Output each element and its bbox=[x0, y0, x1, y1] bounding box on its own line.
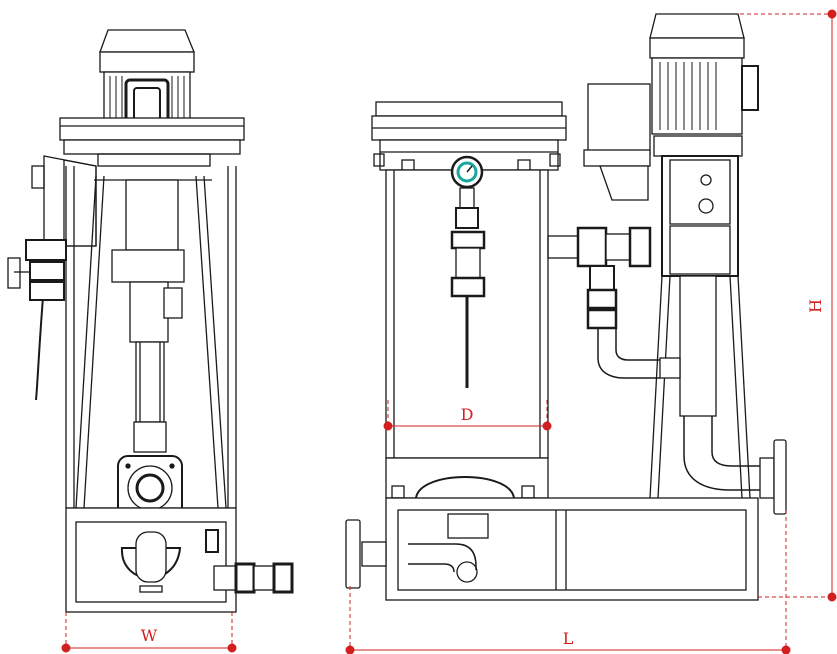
dimension-h bbox=[740, 9, 837, 602]
dimension-d bbox=[383, 400, 552, 431]
right-pump-motor bbox=[649, 13, 759, 135]
right-frame bbox=[649, 275, 787, 515]
dimension-w bbox=[61, 612, 237, 653]
side-base bbox=[65, 507, 237, 613]
depth-label: D bbox=[461, 405, 474, 424]
height-label: H bbox=[806, 299, 825, 313]
side-valve-left bbox=[7, 239, 67, 301]
side-pump-column bbox=[111, 179, 185, 453]
dimension-l bbox=[345, 510, 791, 654]
right-pump-body bbox=[653, 135, 743, 277]
dimension-lines bbox=[61, 9, 837, 654]
length-label: L bbox=[563, 629, 574, 648]
center-valve bbox=[450, 230, 486, 388]
front-view bbox=[345, 13, 787, 601]
filter-lower bbox=[385, 457, 549, 499]
width-label: W bbox=[141, 626, 158, 645]
side-top-flange bbox=[59, 117, 245, 167]
side-valve-right bbox=[213, 562, 294, 594]
connecting-valve bbox=[547, 226, 660, 379]
front-base bbox=[345, 497, 759, 601]
side-view bbox=[7, 29, 294, 613]
side-outlet-flange bbox=[117, 455, 183, 521]
pressure-gauge bbox=[450, 155, 484, 229]
side-frame bbox=[65, 166, 237, 509]
terminal-box bbox=[583, 83, 651, 201]
